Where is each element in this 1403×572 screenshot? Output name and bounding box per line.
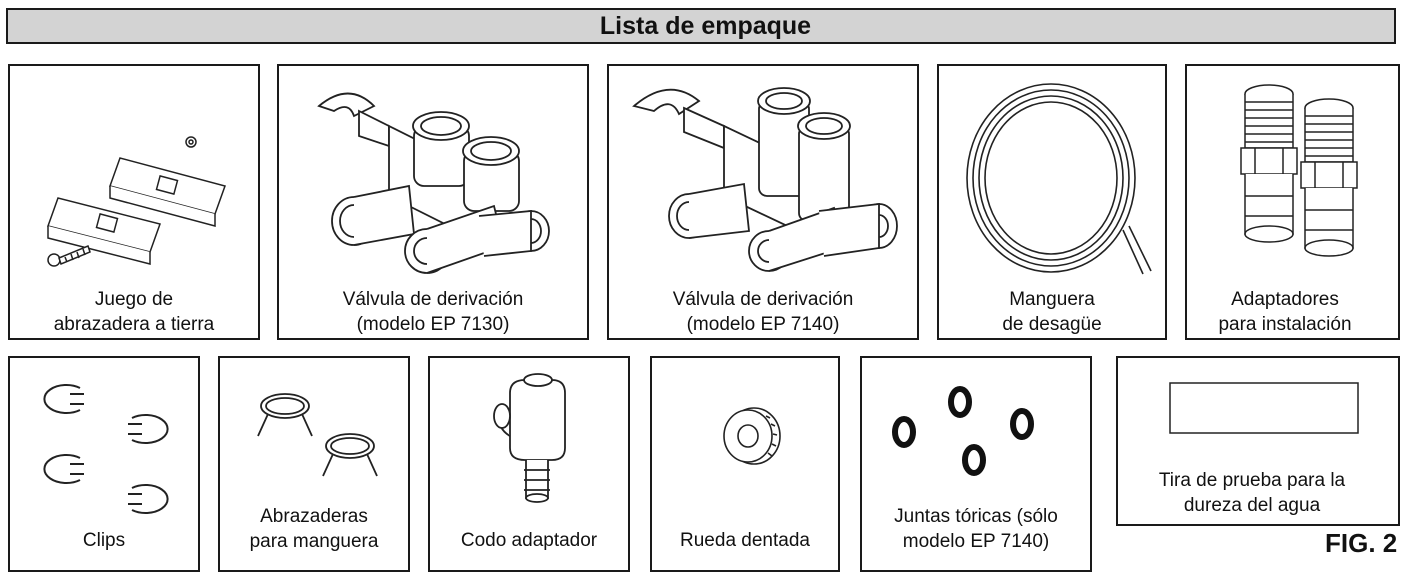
- figure-label: FIG. 2: [1325, 528, 1398, 558]
- clips-icon: [43, 384, 169, 514]
- drain-hose-icon: [966, 83, 1152, 275]
- item-label: Tira de prueba para la dureza del agua: [1158, 470, 1346, 516]
- item-label: Manguera de desagüe: [1002, 289, 1102, 335]
- toothed-wheel-icon: [723, 407, 781, 465]
- item-hardness-test-strip: Tira de prueba para la dureza del agua: [1116, 356, 1400, 526]
- item-hose-clamps: Abrazaderas para manguera: [218, 356, 410, 572]
- item-drain-hose: Manguera de desagüe: [937, 64, 1167, 340]
- item-bypass-valve-ep7140: Válvula de derivación (modelo EP 7140): [607, 64, 919, 340]
- ground-clamp-kit-icon: [47, 136, 226, 267]
- o-rings-icon: [892, 386, 1034, 476]
- item-label: Codo adaptador: [460, 530, 598, 551]
- item-toothed-wheel: Rueda dentada: [650, 356, 840, 572]
- elbow-adapter-icon: [493, 373, 566, 503]
- item-label: Válvula de derivación (modelo EP 7140): [672, 289, 854, 335]
- item-ground-clamp-kit: Juego de abrazadera a tierra: [8, 64, 260, 340]
- item-label: Válvula de derivación (modelo EP 7130): [342, 289, 524, 335]
- item-label: Juntas tóricas (sólo modelo EP 7140): [894, 506, 1058, 552]
- item-bypass-valve-ep7130: Válvula de derivación (modelo EP 7130): [277, 64, 589, 340]
- item-o-rings: Juntas tóricas (sólo modelo EP 7140): [860, 356, 1092, 572]
- hose-clamps-icon: [257, 393, 378, 477]
- item-label: Juego de abrazadera a tierra: [53, 289, 215, 335]
- item-label: Clips: [82, 530, 126, 551]
- page-title: Lista de empaque: [599, 12, 812, 40]
- item-label: Rueda dentada: [680, 530, 810, 551]
- bypass-valve-icon: [317, 92, 550, 274]
- item-clips: Clips: [8, 356, 200, 572]
- item-label: Abrazaderas para manguera: [249, 506, 379, 552]
- installation-adapters-icon: [1240, 84, 1358, 257]
- item-elbow-adapter: Codo adaptador: [428, 356, 630, 572]
- item-installation-adapters: Adaptadores para instalación: [1185, 64, 1400, 340]
- packing-list-title-bar: Lista de empaque: [6, 8, 1396, 44]
- item-label: Adaptadores para instalación: [1218, 289, 1352, 335]
- bypass-valve-icon: [632, 87, 898, 272]
- test-strip-icon: [1169, 382, 1359, 434]
